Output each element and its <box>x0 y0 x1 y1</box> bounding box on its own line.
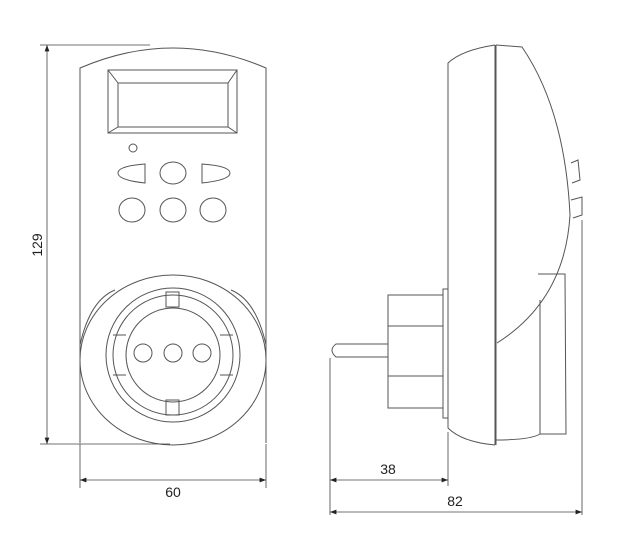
right-arrow-button <box>201 163 231 184</box>
display-bezel <box>107 69 238 134</box>
total-depth-dimension-label: 82 <box>447 493 463 509</box>
plug-depth-dimension-label: 38 <box>380 461 396 477</box>
plug <box>331 288 449 419</box>
side-buttons <box>570 159 583 219</box>
center-button <box>159 161 187 185</box>
button-1 <box>118 197 146 223</box>
width-dimension-label: 60 <box>165 484 181 500</box>
socket-hole-right <box>192 343 212 363</box>
earth-clip-bottom <box>165 399 180 416</box>
button-3 <box>199 197 227 223</box>
front-view: 129 60 <box>29 44 267 500</box>
earth-clip-top <box>165 291 180 308</box>
rear-box <box>495 273 567 441</box>
left-arrow-button <box>117 163 146 184</box>
front-plate-outline <box>447 44 496 446</box>
socket-hole-left <box>133 343 153 363</box>
rear-housing-outline <box>495 44 571 344</box>
height-dimension-label: 129 <box>29 233 45 257</box>
led-indicator <box>128 143 138 153</box>
plug-pin <box>331 343 388 358</box>
display-screen <box>117 82 229 128</box>
front-body-outline <box>79 47 267 443</box>
socket <box>79 274 267 446</box>
button-2 <box>159 197 187 223</box>
side-view: 38 82 <box>329 44 583 515</box>
socket-center <box>163 343 183 363</box>
